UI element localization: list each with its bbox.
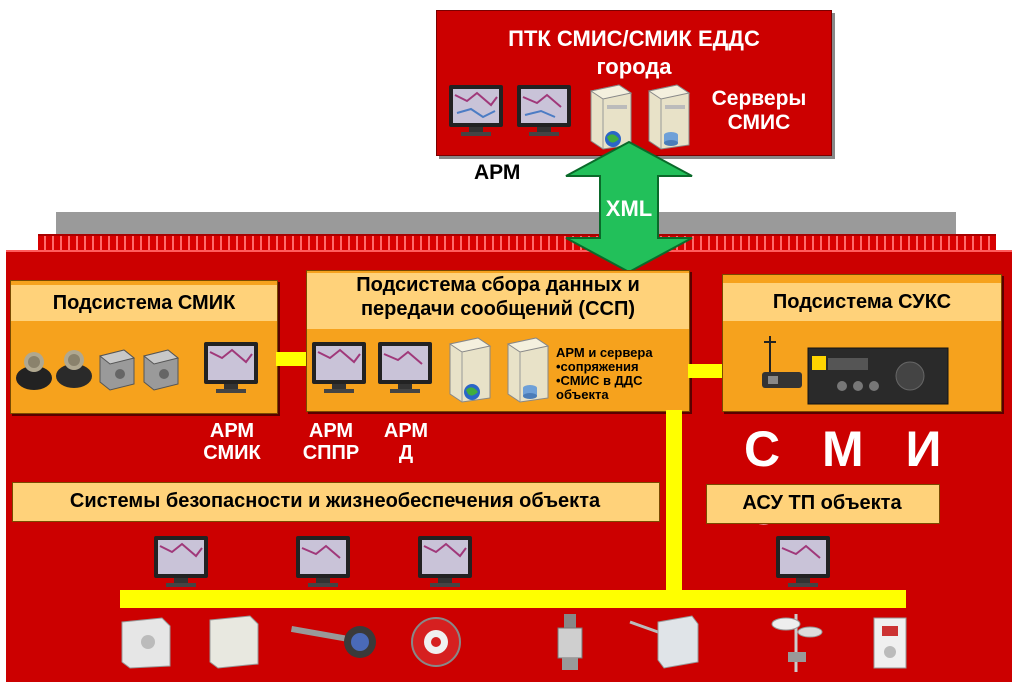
top-box-title-line2: города bbox=[596, 54, 672, 79]
vertical-bus bbox=[666, 410, 682, 598]
antenna-icon bbox=[771, 614, 823, 672]
top-box-title-line1: ПТК СМИС/СМИК ЕДДС bbox=[508, 26, 760, 51]
subsystem-ssp-panel: Подсистема сбора данных и передачи сообщ… bbox=[306, 270, 690, 412]
subsystem-smik-title: Подсистема СМИК bbox=[11, 285, 277, 321]
monitor-icon bbox=[296, 536, 350, 587]
arm-label-sppr-line1: АРМ bbox=[308, 420, 354, 442]
ssp-note-line1: АРМ и сервера bbox=[556, 345, 653, 360]
dotted-strip bbox=[38, 234, 996, 250]
detector-icon bbox=[873, 617, 907, 669]
arm-label-d-line1: АРМ bbox=[383, 420, 429, 442]
sensor-icon bbox=[142, 349, 180, 391]
arm-label-sppr-line2: СППР bbox=[302, 442, 360, 464]
monitor-icon bbox=[776, 536, 830, 587]
subsystem-suks-panel: Подсистема СУКС bbox=[722, 274, 1002, 412]
server-icon bbox=[506, 337, 550, 403]
arm-label-smik-line1: АРМ bbox=[209, 420, 255, 442]
monitor-icon bbox=[449, 85, 503, 136]
siren-icon bbox=[411, 617, 461, 667]
sensor-icon bbox=[56, 350, 92, 388]
security-systems-label: Системы безопасности и жизнеобеспечения … bbox=[69, 490, 601, 512]
ssp-note-line4: объекта bbox=[556, 387, 609, 402]
sensor-icon bbox=[16, 352, 52, 390]
top-box-ptk: ПТК СМИС/СМИК ЕДДС города Серв bbox=[436, 10, 832, 156]
horizontal-bus bbox=[120, 590, 906, 608]
arm-label-sppr: АРМ СППР bbox=[296, 420, 366, 464]
monitor-icon bbox=[517, 85, 571, 136]
asu-tp-label: АСУ ТП объекта bbox=[742, 492, 902, 514]
subsystem-ssp-title: Подсистема сбора данных и передачи сообщ… bbox=[307, 273, 689, 329]
asu-tp-bar bbox=[706, 484, 940, 524]
servers-label-line1: Серверы bbox=[711, 87, 807, 110]
servers-label-line2: СМИС bbox=[727, 111, 791, 134]
server-icon bbox=[647, 84, 691, 150]
monitor-icon bbox=[418, 536, 472, 587]
camera-icon bbox=[629, 615, 699, 669]
servers-label: Серверы СМИС bbox=[699, 87, 819, 135]
subsystem-ssp-title-line2: передачи сообщений (ССП) bbox=[360, 298, 636, 320]
ssp-note: АРМ и сервера •сопряжения •СМИС в ДДС об… bbox=[556, 346, 684, 402]
monitor-icon bbox=[154, 536, 208, 587]
arm-top-label: АРМ bbox=[474, 161, 521, 184]
ssp-note-line2: •сопряжения bbox=[556, 359, 639, 374]
arm-label-d: АРМ Д bbox=[376, 420, 436, 464]
top-box-title: ПТК СМИС/СМИК ЕДДС города bbox=[437, 25, 831, 81]
sensor-icon bbox=[98, 349, 136, 391]
detector-icon bbox=[209, 615, 259, 669]
arm-label-smik-line2: СМИК bbox=[203, 442, 261, 464]
arm-label-d-line2: Д bbox=[398, 442, 414, 464]
xml-label: XML bbox=[605, 196, 653, 221]
monitor-icon bbox=[204, 342, 258, 393]
server-icon bbox=[589, 84, 633, 150]
subsystem-suks-title: Подсистема СУКС bbox=[723, 283, 1001, 321]
connector-smik-ssp bbox=[276, 352, 308, 366]
detector-icon bbox=[557, 614, 583, 670]
arm-label-smik: АРМ СМИК bbox=[194, 420, 270, 464]
server-icon bbox=[448, 337, 492, 403]
subsystem-ssp-title-line1: Подсистема сбора данных и bbox=[356, 274, 640, 296]
connector-ssp-suks bbox=[688, 364, 722, 378]
sensor-icon bbox=[290, 626, 376, 658]
detector-icon bbox=[121, 617, 171, 669]
ssp-note-line3: •СМИС в ДДС bbox=[556, 373, 643, 388]
security-systems-bar bbox=[12, 482, 660, 522]
monitor-icon bbox=[312, 342, 366, 393]
radio-icon bbox=[762, 336, 949, 405]
monitor-icon bbox=[378, 342, 432, 393]
